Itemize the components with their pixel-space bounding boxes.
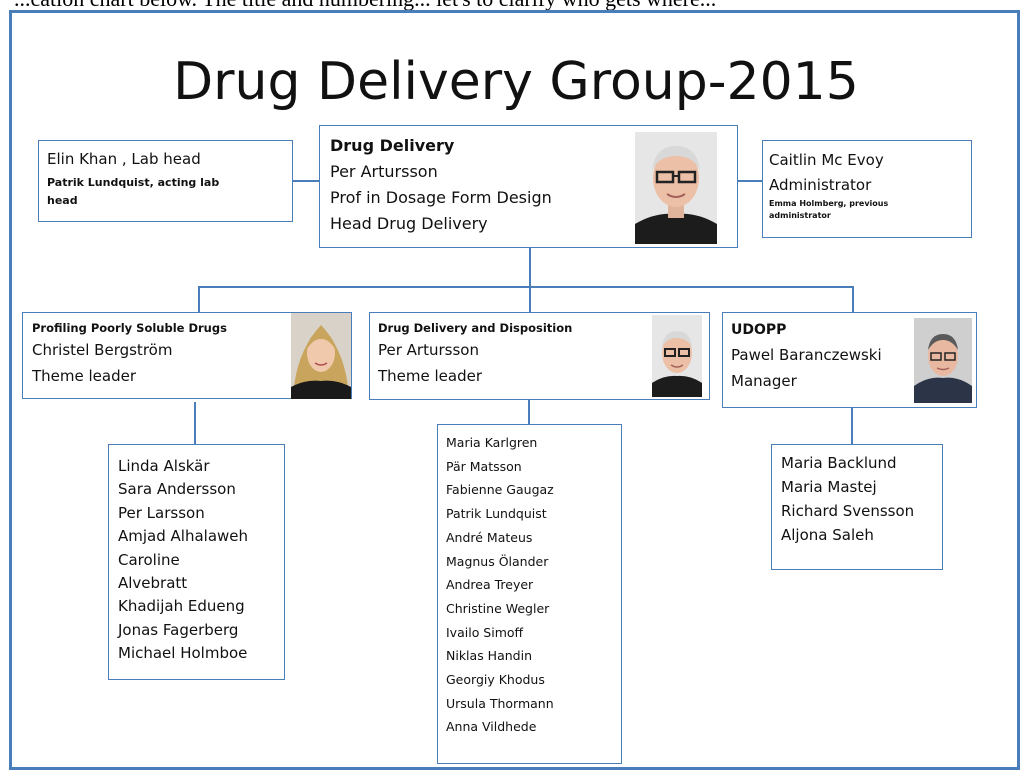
list-item: Alvebratt <box>118 574 188 593</box>
list-item: Jonas Fagerberg <box>118 620 239 639</box>
connector-left-note <box>293 180 319 182</box>
list-item: Maria Mastej <box>781 478 877 496</box>
admin-name: Caitlin Mc Evoy <box>769 151 884 169</box>
list-item: Anna Vildhede <box>446 719 537 735</box>
list-item: Linda Alskär <box>118 457 210 475</box>
head-portrait-photo <box>635 132 717 244</box>
theme-leader-portrait-photo <box>652 315 702 397</box>
connector-theme-right <box>852 286 854 312</box>
list-item: Christine Wegler <box>446 600 550 616</box>
theme-leader-role: Theme leader <box>378 367 483 385</box>
theme-leader-portrait-photo <box>291 313 351 399</box>
member-list-items: Linda Alskär Sara Andersson Per Larsson … <box>118 455 248 666</box>
chart-title: Drug Delivery Group-2015 <box>173 52 859 112</box>
lab-head-line3: head <box>47 194 78 207</box>
list-item: André Mateus <box>446 529 533 545</box>
theme-leader-portrait-photo <box>914 318 972 403</box>
list-item: Ursula Thormann <box>446 695 554 711</box>
connector-members-middle <box>528 400 530 424</box>
list-item: Maria Karlgren <box>446 435 538 450</box>
list-item: Richard Svensson <box>781 502 915 520</box>
admin-previous-line2: administrator <box>769 211 831 220</box>
connector-members-right <box>851 408 853 444</box>
list-item: Khadijah Edueng <box>118 597 245 616</box>
connector-theme-middle <box>529 286 531 312</box>
list-item: Pär Matsson <box>446 458 522 474</box>
theme-box-profiling: Profiling Poorly Soluble Drugs Christel … <box>22 312 352 399</box>
list-item: Amjad Alhalaweh <box>118 527 249 546</box>
lab-head-box: Elin Khan , Lab head Patrik Lundquist, a… <box>38 140 293 222</box>
list-item: Niklas Handin <box>446 648 532 664</box>
head-name: Per Artursson <box>330 162 438 181</box>
theme-title: Profiling Poorly Soluble Drugs <box>32 321 227 335</box>
theme-leader-name: Pawel Baranczewski <box>731 346 882 364</box>
theme-leader-name: Per Artursson <box>378 341 479 359</box>
head-group: Drug Delivery <box>330 136 455 155</box>
list-item: Magnus Ölander <box>446 553 549 569</box>
lab-head-line2: Patrik Lundquist, acting lab <box>47 176 220 189</box>
connector-head-down <box>529 247 531 287</box>
member-list-udopp: Maria Backlund Maria Mastej Richard Sven… <box>771 444 943 570</box>
member-list-items: Maria Karlgren Pär Matsson Fabienne Gaug… <box>446 431 554 739</box>
theme-leader-role: Manager <box>731 372 797 390</box>
connector-theme-left <box>198 286 200 312</box>
list-item: Maria Backlund <box>781 454 897 472</box>
list-item: Andrea Treyer <box>446 577 534 593</box>
member-list-profiling: Linda Alskär Sara Andersson Per Larsson … <box>108 444 285 680</box>
list-item: Per Larsson <box>118 503 205 522</box>
theme-leader-name: Christel Bergström <box>32 341 173 359</box>
lab-head-line1: Elin Khan , Lab head <box>47 150 201 168</box>
list-item: Caroline <box>118 550 180 569</box>
list-item: Patrik Lundquist <box>446 506 547 522</box>
list-item: Fabienne Gaugaz <box>446 482 554 498</box>
cropped-text-line: ...cation chart below. The title and num… <box>0 0 1032 12</box>
theme-box-udopp: UDOPP Pawel Baranczewski Manager <box>722 312 977 408</box>
admin-previous-line1: Emma Holmberg, previous <box>769 199 889 208</box>
member-list-items: Maria Backlund Maria Mastej Richard Sven… <box>781 451 914 547</box>
administrator-box: Caitlin Mc Evoy Administrator Emma Holmb… <box>762 140 972 238</box>
theme-box-disposition: Drug Delivery and Disposition Per Arturs… <box>369 312 710 400</box>
connector-horizontal <box>198 286 853 288</box>
head-box: Drug Delivery Per Artursson Prof in Dosa… <box>319 125 738 248</box>
list-item: Sara Andersson <box>118 480 236 499</box>
admin-role: Administrator <box>769 176 872 194</box>
head-role1: Prof in Dosage Form Design <box>330 188 552 207</box>
list-item: Michael Holmboe <box>118 644 248 663</box>
list-item: Ivailo Simoff <box>446 624 524 640</box>
list-item: Aljona Saleh <box>781 526 874 544</box>
theme-leader-role: Theme leader <box>32 367 137 385</box>
list-item: Georgiy Khodus <box>446 672 545 688</box>
connector-admin <box>738 180 762 182</box>
member-list-disposition: Maria Karlgren Pär Matsson Fabienne Gaug… <box>437 424 622 764</box>
head-role2: Head Drug Delivery <box>330 214 488 233</box>
theme-title: UDOPP <box>731 322 787 338</box>
theme-title: Drug Delivery and Disposition <box>378 321 573 335</box>
connector-members-left <box>194 402 196 444</box>
